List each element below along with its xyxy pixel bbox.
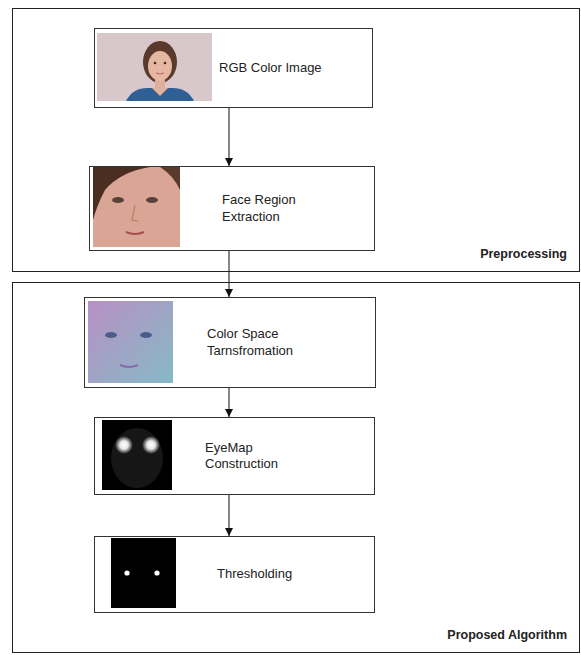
threshold-background	[111, 538, 176, 608]
process-box: Thresholding	[94, 536, 375, 613]
eye-glow	[115, 436, 133, 454]
region-title: Preprocessing	[480, 247, 567, 262]
eye-glow	[142, 436, 160, 454]
process-box: Color Space Tarnsfromation	[84, 297, 376, 388]
stage-region: Proposed Algorithm Color Space Tarnsfroma…	[12, 282, 580, 653]
step-label: RGB Color Image	[219, 60, 339, 76]
stage-region: Preprocessing RGB Color ImageFace Region …	[12, 8, 580, 272]
region-title: Proposed Algorithm	[447, 628, 567, 643]
neckline	[152, 88, 168, 96]
process-box: RGB Color Image	[94, 28, 373, 108]
transformed-image	[88, 301, 173, 383]
process-box: Face Region Extraction	[89, 166, 375, 251]
hair	[93, 167, 150, 220]
hair	[160, 167, 180, 190]
mouth	[126, 232, 144, 234]
face-skin	[93, 167, 180, 247]
step-label: EyeMap Construction	[205, 440, 325, 473]
face-crop	[93, 167, 180, 247]
eye	[105, 332, 117, 338]
flow-arrow	[229, 251, 230, 297]
eye-dot	[124, 570, 129, 575]
step-label: Color Space Tarnsfromation	[207, 326, 327, 359]
eye	[154, 62, 157, 65]
face	[148, 51, 172, 81]
shirt	[126, 88, 194, 101]
rgb-photo	[97, 33, 212, 101]
mouth	[120, 365, 138, 367]
eye-dot	[154, 570, 159, 575]
process-box: EyeMap Construction	[94, 417, 375, 495]
hair	[143, 41, 177, 83]
flow-arrow	[229, 108, 230, 166]
nose	[132, 205, 138, 221]
step-label: Face Region Extraction	[222, 192, 342, 225]
photo-background	[97, 33, 212, 101]
eye	[146, 197, 158, 203]
flow-arrow	[229, 388, 230, 417]
step-label: Thresholding	[217, 566, 337, 582]
eye	[140, 332, 152, 338]
eyemap-background	[102, 420, 172, 490]
threshold-image	[111, 538, 176, 608]
eyemap-image	[102, 420, 172, 490]
transformed-face	[88, 301, 173, 383]
eye	[112, 197, 124, 203]
eye	[164, 62, 167, 65]
flow-arrow	[229, 495, 230, 536]
mouth	[156, 73, 164, 74]
face-shadow	[111, 428, 163, 488]
